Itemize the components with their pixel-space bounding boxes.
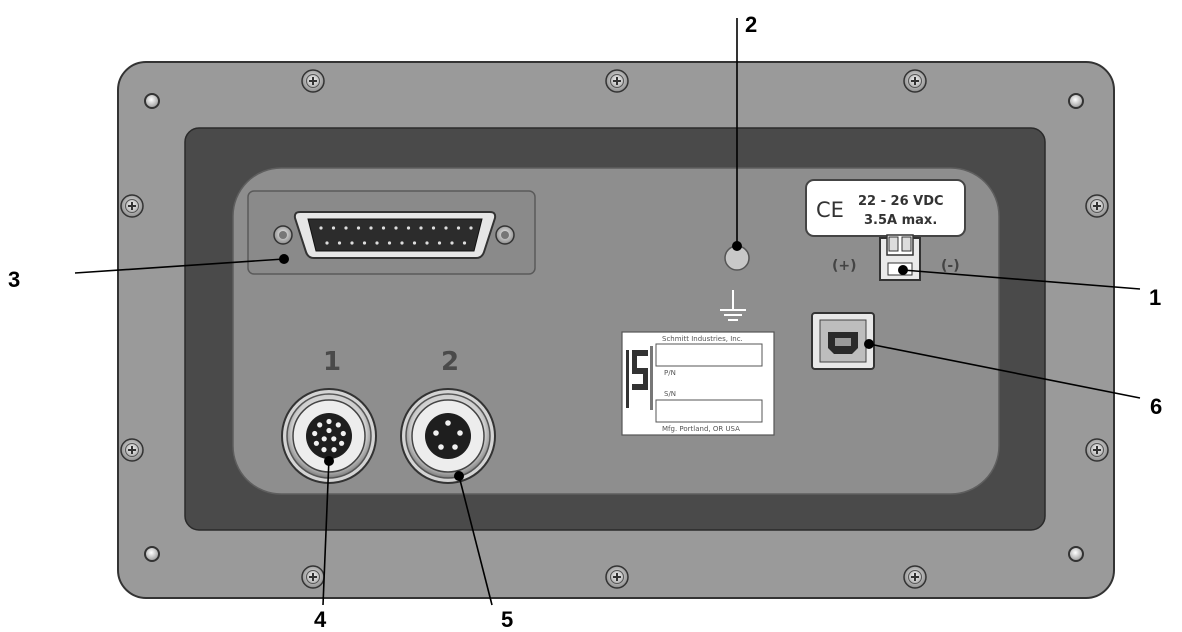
callout-5: 5 (501, 607, 513, 632)
db25-pin (350, 241, 354, 245)
callout-3: 3 (8, 267, 20, 292)
db25-pin (362, 241, 367, 245)
polarity-minus: (-) (941, 258, 960, 274)
screw (903, 565, 927, 589)
company-logo (626, 346, 653, 410)
callout-2: 2 (745, 12, 757, 37)
connector-pin (331, 447, 337, 453)
db25-pin (356, 226, 361, 230)
db25-pin (444, 226, 448, 230)
usb-b-port (811, 312, 875, 370)
connector-pin (326, 418, 332, 425)
connector-pin (321, 436, 327, 442)
screw (120, 438, 144, 462)
connector-pin (452, 444, 458, 450)
connector-pin (340, 430, 346, 437)
nameplate: Schmitt Industries, Inc. P/N S/N Mfg. Po… (621, 331, 775, 436)
screw (605, 565, 629, 589)
connector-pin (313, 440, 319, 446)
connector-number-1: 1 (323, 347, 341, 377)
leader-dots (279, 241, 908, 481)
db25-pin (406, 226, 411, 230)
callout-4: 4 (314, 607, 327, 632)
db25-pin (375, 241, 379, 245)
db25-pin (394, 226, 398, 230)
connector-pin (457, 430, 463, 436)
ce-mark: CE (816, 198, 844, 222)
db25-pin (412, 241, 417, 245)
db25-pin (400, 241, 404, 245)
nameplate-company: Schmitt Industries, Inc. (662, 335, 743, 343)
connector-pin (438, 444, 444, 450)
db25-connector (247, 190, 536, 275)
db25-pin (437, 241, 442, 245)
polarity-plus: (+) (832, 258, 857, 274)
db25-pin (337, 241, 342, 245)
leader-lines (74, 18, 1141, 606)
current-rating: 3.5A max. (864, 213, 937, 228)
circular-connector-1 (281, 388, 377, 484)
connector-pin (326, 427, 332, 434)
nameplate-sn: S/N (664, 390, 676, 398)
circular-connector-2 (400, 388, 496, 484)
callout-1: 1 (1149, 285, 1161, 310)
db25-pin (456, 226, 461, 230)
screw (301, 565, 325, 589)
connector-pin (312, 430, 318, 437)
db25-pin (450, 241, 454, 245)
connector-pin (335, 422, 341, 428)
screw (1085, 438, 1109, 462)
nameplate-origin: Mfg. Portland, OR USA (662, 425, 740, 433)
db25-pin (344, 226, 348, 230)
db25-pin (381, 226, 386, 230)
screw (1085, 194, 1109, 218)
db25-pin (431, 226, 436, 230)
screw (120, 194, 144, 218)
connector-pin (321, 447, 327, 453)
screw (903, 69, 927, 93)
db25-pin (425, 241, 429, 245)
connector-pin (331, 436, 337, 442)
connector-pin (317, 422, 323, 428)
connector-pin (339, 440, 345, 446)
db25-pin (331, 226, 336, 230)
voltage-rating: 22 - 26 VDC (858, 194, 944, 209)
callout-6: 6 (1150, 394, 1162, 419)
db25-pin (419, 226, 423, 230)
db25-pin (462, 241, 467, 245)
screws (120, 69, 1109, 589)
connector-pin (445, 420, 451, 426)
mounting-holes (144, 93, 1084, 562)
screw (605, 69, 629, 93)
power-rating-label: CE 22 - 26 VDC 3.5A max. (805, 179, 966, 237)
ground-symbol (720, 290, 746, 321)
db25-pin (325, 241, 329, 245)
connector-number-2: 2 (441, 347, 459, 377)
db25-pin (319, 226, 323, 230)
connector-pin (433, 430, 439, 436)
nameplate-pn: P/N (664, 369, 676, 377)
db25-pin (387, 241, 392, 245)
screw (301, 69, 325, 93)
db25-pin (369, 226, 373, 230)
db25-pin (469, 226, 473, 230)
power-terminal (879, 234, 921, 281)
